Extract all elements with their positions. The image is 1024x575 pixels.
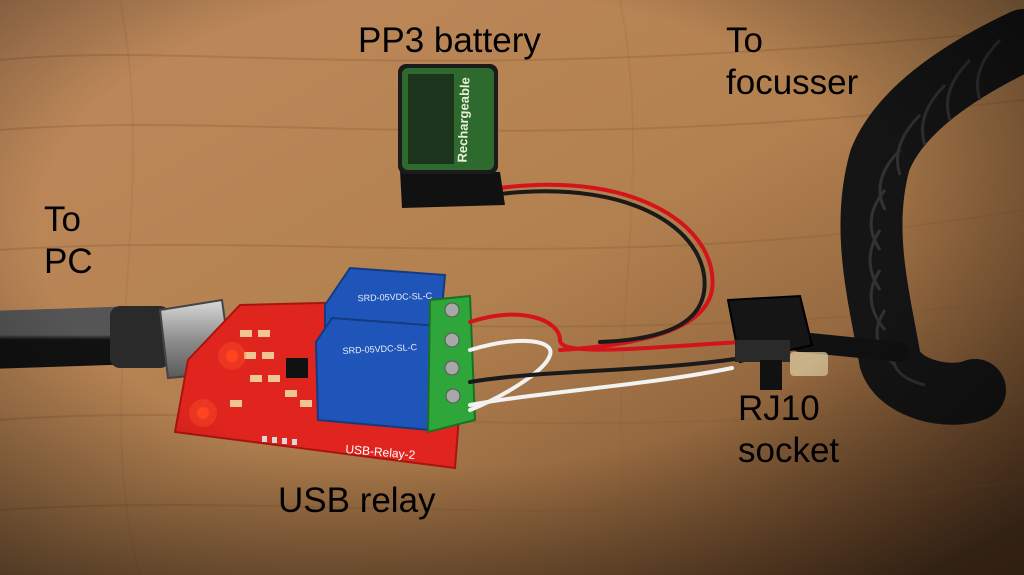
label-to-focusser: To focusser (726, 21, 859, 102)
microcontroller-chip (286, 358, 308, 378)
relay-1: SRD-05VDC-SL-C (314, 316, 442, 432)
label-to-pc: To PC (44, 200, 93, 281)
label-usb-relay: USB relay (278, 481, 436, 520)
battery-brand-print: Rechargeable (455, 77, 473, 163)
pp3-battery: Rechargeable (398, 64, 505, 208)
label-rj10-socket: RJ10 socket (738, 389, 840, 470)
label-pp3-battery: PP3 battery (358, 21, 541, 60)
screw-terminal-block (426, 294, 477, 434)
straight-cable (790, 332, 910, 362)
